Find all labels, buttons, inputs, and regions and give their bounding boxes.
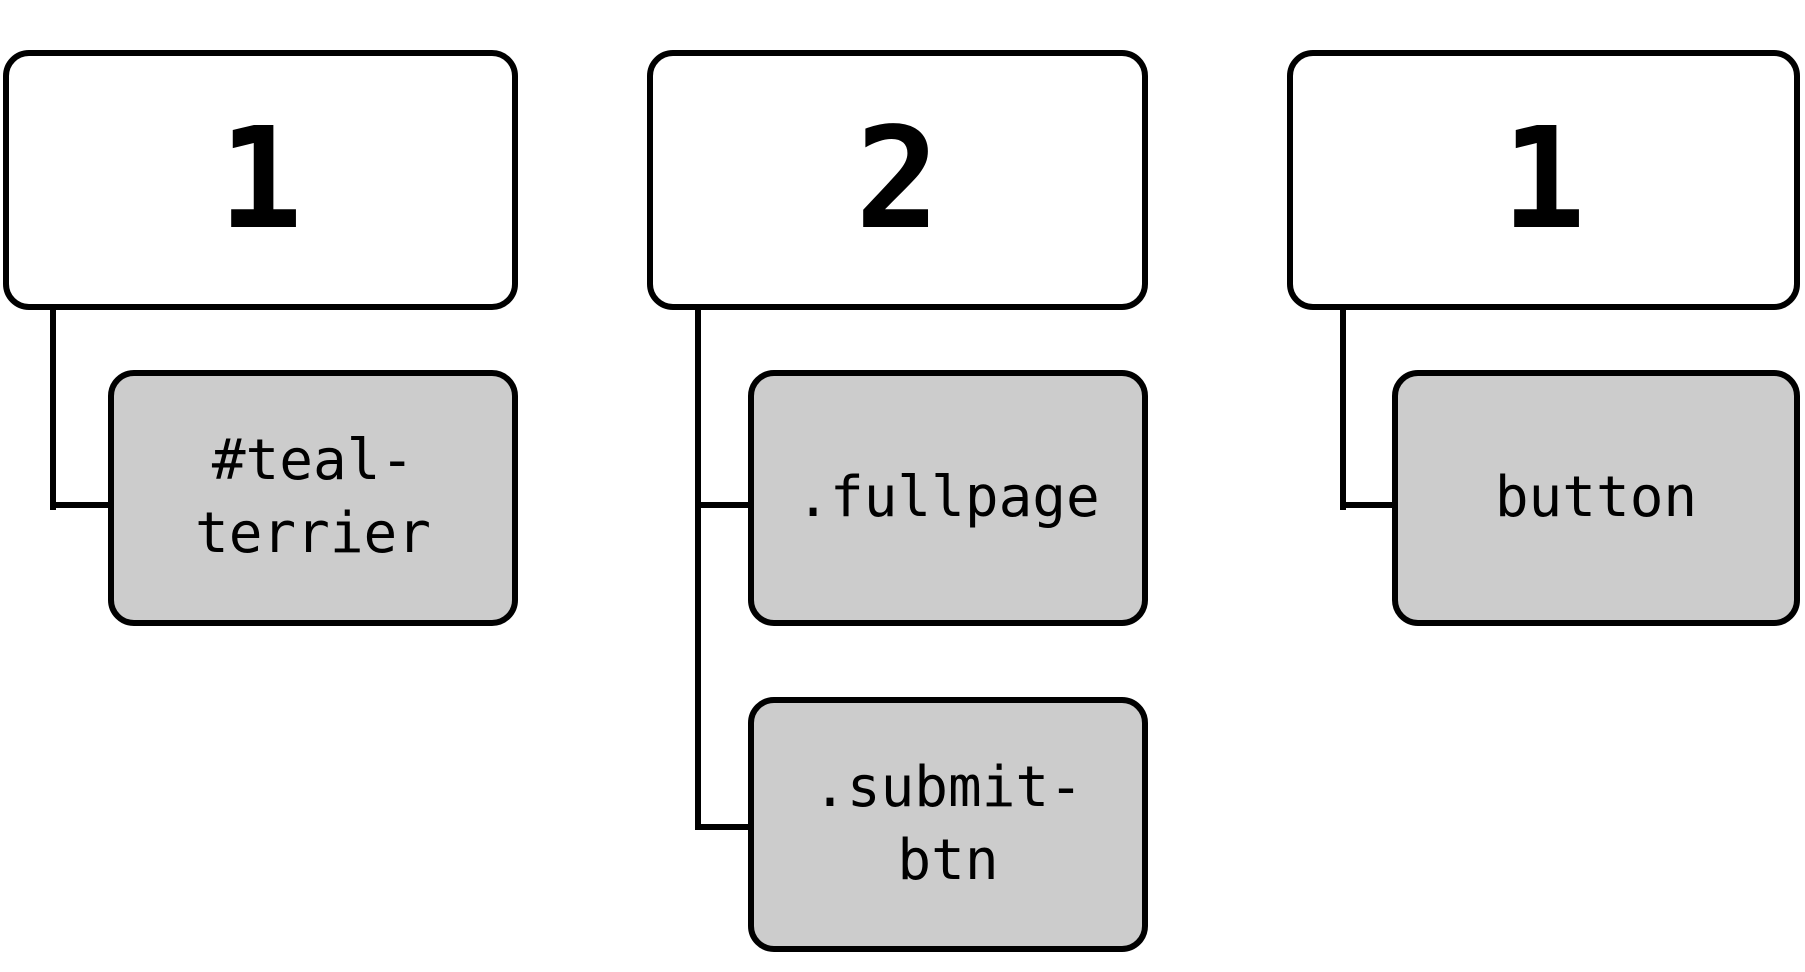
- selector-box-fullpage: .fullpage: [748, 370, 1148, 626]
- connector-line: [695, 307, 701, 830]
- connector-line: [50, 502, 108, 508]
- selector-box-submit-btn: .submit-btn: [748, 697, 1148, 952]
- selector-box-teal-terrier: #teal-terrier: [108, 370, 518, 626]
- count-box-1: 1: [3, 50, 518, 310]
- count-box-2: 2: [647, 50, 1148, 310]
- connector-line: [695, 824, 748, 830]
- connector-line: [50, 307, 56, 510]
- connector-line: [1340, 502, 1392, 508]
- connector-line: [1340, 307, 1346, 510]
- selector-box-button: button: [1392, 370, 1800, 626]
- connector-line: [695, 502, 748, 508]
- count-box-3: 1: [1287, 50, 1800, 310]
